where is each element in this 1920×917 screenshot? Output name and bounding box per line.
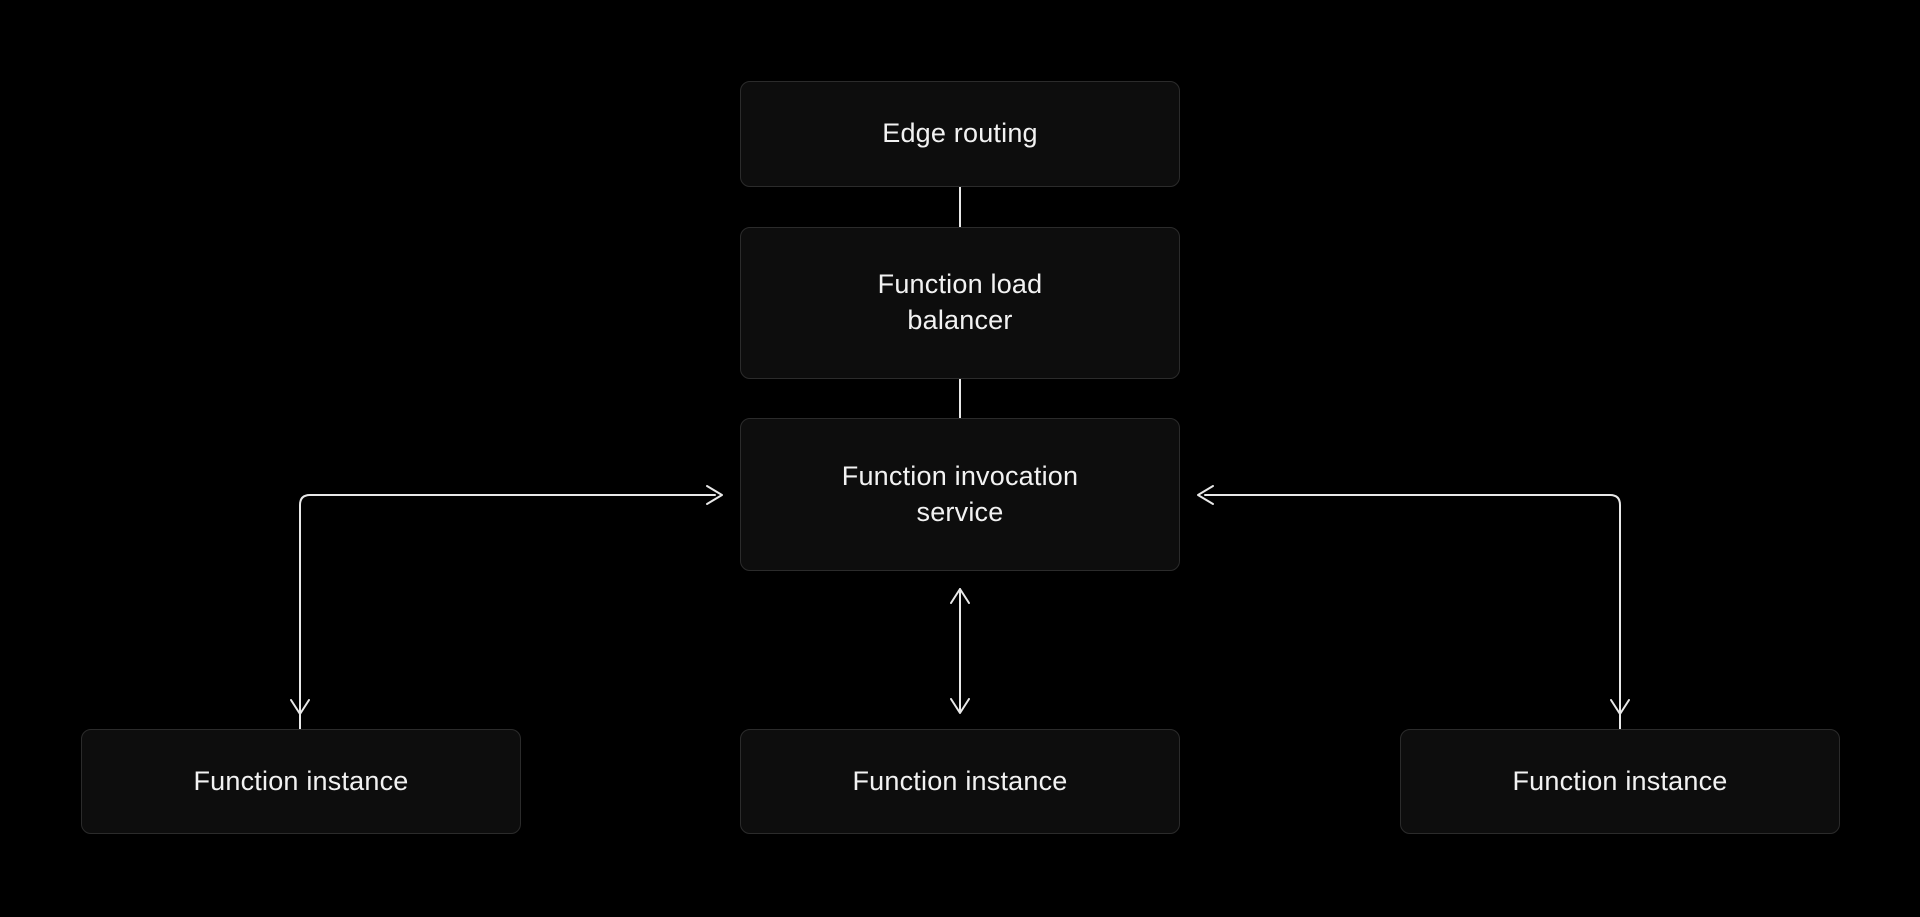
arrowhead-into-invocation-service-left bbox=[706, 485, 723, 505]
node-function-invocation-service-label: Function invocation service bbox=[841, 460, 1079, 527]
node-function-instance-right[interactable]: Function instance bbox=[1400, 729, 1840, 834]
connector-instance-left-to-invocation-service bbox=[299, 494, 716, 736]
node-function-invocation-service[interactable]: Function invocation service bbox=[740, 418, 1180, 571]
node-function-instance-center[interactable]: Function instance bbox=[740, 729, 1180, 834]
node-function-instance-left[interactable]: Function instance bbox=[81, 729, 521, 834]
arrowhead-into-invocation-service-right bbox=[1197, 485, 1214, 505]
arrowhead-down-to-instance-center bbox=[950, 698, 970, 714]
node-function-load-balancer-label: Function load balancer bbox=[877, 269, 1043, 335]
node-function-instance-right-label: Function instance bbox=[1512, 765, 1728, 796]
arrowhead-into-instance-right bbox=[1610, 699, 1630, 715]
node-edge-routing-label: Edge routing bbox=[882, 118, 1038, 149]
node-edge-routing[interactable]: Edge routing bbox=[740, 81, 1180, 187]
arrowhead-up-to-invocation-service-center bbox=[950, 588, 970, 604]
arrowhead-into-instance-left bbox=[290, 699, 310, 715]
node-function-instance-center-label: Function instance bbox=[852, 765, 1068, 796]
connector-instance-right-to-invocation-service bbox=[1204, 494, 1621, 736]
node-function-instance-left-label: Function instance bbox=[193, 765, 409, 796]
node-function-load-balancer[interactable]: Function load balancer bbox=[740, 227, 1180, 379]
